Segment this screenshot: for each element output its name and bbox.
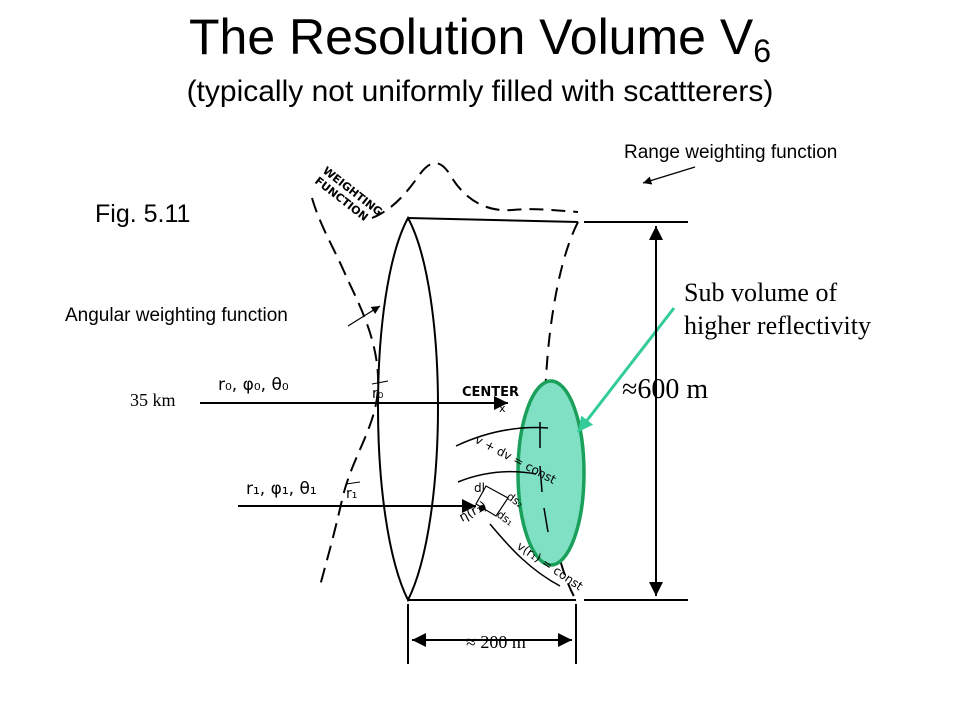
angular-weighting-label: Angular weighting function	[65, 305, 288, 326]
center-axis-x-text: x	[499, 402, 506, 415]
center-text: CENTER	[462, 385, 519, 400]
angular-weighting-pointer	[347, 305, 381, 327]
r0-vector-arrow	[371, 380, 389, 385]
sample-volume-dot	[479, 505, 485, 511]
cylinder-front-ellipse	[377, 215, 439, 603]
cylinder-top-edge	[407, 217, 579, 223]
dl-text: dl	[474, 481, 485, 495]
range-weighting-curve	[371, 162, 579, 219]
eta-text: η(r₁)	[457, 499, 490, 526]
sample-volume-outline	[475, 485, 509, 517]
angular-weighting-curve	[311, 197, 380, 587]
v-plus-dv-arc	[455, 426, 549, 447]
range-weighting-pointer	[642, 166, 696, 185]
r1-vector-arrow	[345, 481, 361, 485]
r1-params-text: r₁, φ₁, θ₁	[246, 479, 317, 499]
sub-volume-label-line-2: higher reflectivity	[684, 311, 871, 340]
range-weighting-label: Range weighting function	[624, 142, 838, 163]
v-const-arc	[457, 470, 537, 483]
v-arc-lower	[489, 523, 561, 587]
range-35km-label: 35 km	[130, 390, 176, 410]
figure-label: Fig. 5.11	[95, 200, 191, 228]
back-edge-dashes-in-ellipse	[539, 422, 549, 533]
title-subscript: 6	[753, 33, 771, 69]
weighting-function-text: WEIGHTINGFUNCTION	[312, 164, 385, 229]
r0-params-text: r₀, φ₀, θ₀	[218, 375, 289, 395]
height-600m-label: ≈600 m	[622, 374, 709, 405]
sub-volume-label: Sub volume of higher reflectivity	[684, 276, 871, 342]
sub-volume-pointer-arrow	[576, 307, 676, 433]
r1-vector-text: r₁	[346, 486, 357, 502]
ds1-text: ds₁	[494, 508, 515, 529]
slide-title: The Resolution Volume V6	[188, 9, 771, 69]
r0-vector-text: r₀	[372, 386, 384, 402]
slide-subtitle: (typically not uniformly filled with sca…	[186, 75, 774, 108]
sub-volume-label-line-1: Sub volume of	[684, 278, 838, 307]
